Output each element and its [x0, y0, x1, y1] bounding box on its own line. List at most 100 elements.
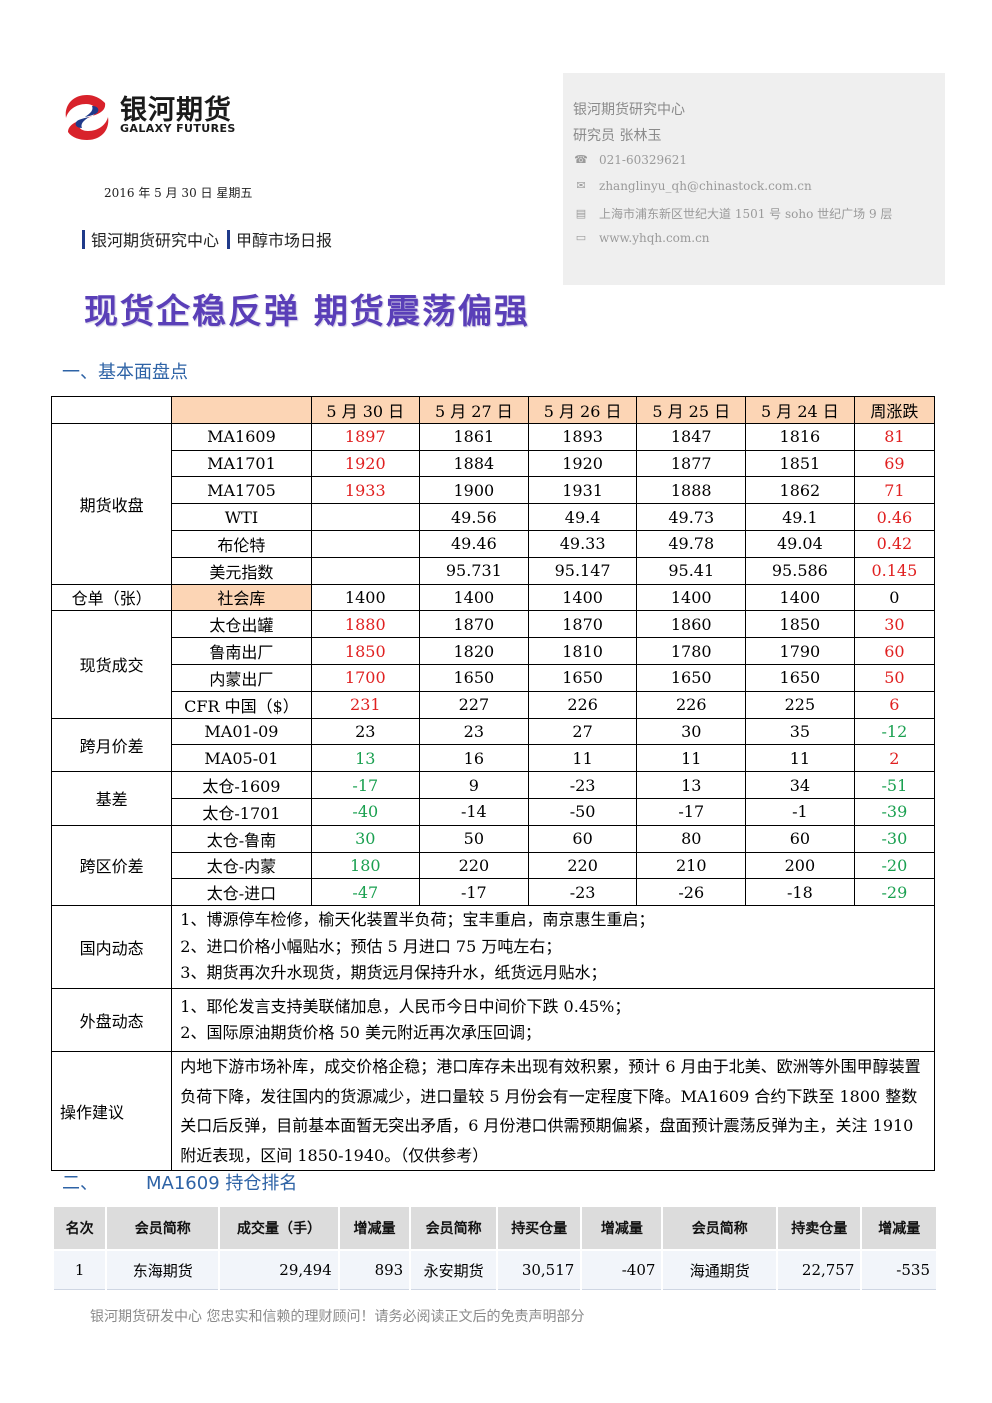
- value-cell: 226: [527, 690, 638, 719]
- weekly-change-cell: 0: [853, 583, 936, 612]
- column-header: 5 月 26 日: [527, 396, 638, 424]
- rank-cell: 永安期货: [410, 1249, 499, 1290]
- value-cell: 60: [745, 824, 855, 853]
- weekly-change-cell: -30: [853, 824, 936, 853]
- value-cell: 225: [745, 690, 855, 719]
- value-cell: 1820: [418, 637, 529, 665]
- value-cell: 180: [310, 851, 420, 880]
- weekly-change-cell: 50: [853, 663, 936, 692]
- weekly-change-cell: 2: [853, 744, 936, 773]
- logo-cn-text: 银河期货: [120, 95, 232, 126]
- column-header: 5 月 24 日: [745, 396, 855, 424]
- group-label: 跨月价差: [50, 717, 173, 773]
- contact-phone: 021-60329621: [599, 153, 688, 167]
- domestic-news-content: 1、博源停车检修，榆天化装置半负荷；宝丰重启，南京惠生重启；2、进口价格小幅贴水…: [171, 905, 935, 990]
- value-cell: -18: [745, 878, 855, 907]
- value-cell: 80: [636, 824, 746, 853]
- value-cell: 1862: [745, 476, 855, 505]
- rank-cell: 海通期货: [662, 1249, 779, 1290]
- weekly-change-cell: -51: [853, 771, 936, 799]
- weekly-change-cell: -12: [853, 717, 936, 746]
- contact-email-row: ✉ zhanglinyu_qh@chinastock.com.cn: [573, 179, 812, 193]
- value-cell: 27: [527, 717, 638, 746]
- weekly-change-cell: 69: [853, 449, 936, 478]
- value-cell: 1400: [310, 583, 420, 612]
- value-cell: -17: [418, 878, 529, 907]
- value-cell: 1884: [418, 449, 529, 478]
- rank-cell: -535: [861, 1249, 938, 1290]
- value-cell: 1877: [636, 449, 746, 478]
- galaxy-logo-icon: [65, 95, 109, 140]
- column-header: 5 月 25 日: [636, 396, 746, 424]
- value-cell: 49.78: [636, 529, 746, 558]
- contact-org: 银河期货研究中心: [573, 102, 685, 118]
- value-cell: 1870: [527, 610, 638, 639]
- dept-line: 银河期货研究中心 甲醇市场日报: [82, 227, 332, 251]
- accent-bar: [82, 229, 85, 249]
- rank-cell: 东海期货: [106, 1249, 221, 1290]
- row-name: 布伦特: [171, 529, 312, 558]
- trading-advice-label: 操作建议: [50, 1051, 173, 1172]
- value-cell: 11: [745, 744, 855, 773]
- value-cell: 1860: [636, 610, 746, 639]
- value-cell: 95.41: [636, 556, 746, 585]
- row-name: 太仓-1609: [171, 771, 312, 799]
- report-date: 2016 年 5 月 30 日 星期五: [104, 186, 253, 200]
- value-cell: 13: [636, 771, 746, 799]
- value-cell: 95.147: [527, 556, 638, 585]
- report-title: 现货企稳反弹 期货震荡偏强: [84, 292, 530, 332]
- foreign-news-content: 1、耶伦发言支持美联储加息，人民币今日中间价下跌 0.45%；2、国际原油期货价…: [171, 988, 935, 1053]
- value-cell: 1933: [310, 476, 420, 505]
- value-cell: 30: [310, 824, 420, 853]
- rank-column-header: 会员简称: [410, 1207, 499, 1250]
- row-name: 太仓出罐: [171, 610, 312, 639]
- value-cell: 1810: [527, 637, 638, 665]
- foreign-news-label: 外盘动态: [50, 988, 173, 1053]
- value-cell: 50: [418, 824, 529, 853]
- value-cell: 95.586: [745, 556, 855, 585]
- value-cell: 1400: [527, 583, 638, 612]
- rank-column-header: 持卖仓量: [777, 1207, 863, 1250]
- foreign-news-line: 2、国际原油期货价格 50 美元附近再次承压回调；: [180, 1023, 541, 1043]
- accent-bar: [227, 229, 231, 249]
- domestic-news-line: 3、期货再次升水现货，期货远月保持升水，纸货远月贴水；: [180, 963, 607, 983]
- value-cell: 227: [418, 690, 529, 719]
- weekly-change-cell: 0.145: [853, 556, 936, 585]
- value-cell: -50: [527, 797, 638, 826]
- value-cell: [310, 503, 420, 531]
- rank-column-header: 持买仓量: [497, 1207, 583, 1250]
- row-name: 太仓-进口: [171, 878, 312, 907]
- value-cell: -26: [636, 878, 746, 907]
- value-cell: 1650: [527, 663, 638, 692]
- domestic-news-label: 国内动态: [50, 905, 173, 990]
- contact-email[interactable]: zhanglinyu_qh@chinastock.com.cn: [599, 179, 812, 193]
- contact-web[interactable]: www.yhqh.com.cn: [599, 231, 710, 245]
- weekly-change-cell: 30: [853, 610, 936, 639]
- value-cell: -47: [310, 878, 420, 907]
- domestic-news-line: 2、进口价格小幅贴水；预估 5 月进口 75 万吨左右；: [180, 936, 562, 956]
- value-cell: 1400: [418, 583, 529, 612]
- logo-en-text: GALAXY FUTURES: [120, 122, 236, 135]
- rank-column-header: 成交量（手）: [219, 1207, 340, 1250]
- contact-box: 银河期货研究中心 研究员 张林玉 ☎ 021-60329621 ✉ zhangl…: [563, 73, 945, 285]
- value-cell: 1816: [745, 422, 855, 451]
- rank-header-row: 名次会员简称成交量（手）增减量会员简称持买仓量增减量会员简称持卖仓量增减量: [54, 1207, 938, 1250]
- weekly-change-cell: 81: [853, 422, 936, 451]
- value-cell: 1851: [745, 449, 855, 478]
- rank-cell: 29,494: [219, 1249, 340, 1290]
- section-2-number: 二、: [62, 1173, 98, 1194]
- row-name: 社会库: [171, 583, 312, 612]
- value-cell: 1650: [418, 663, 529, 692]
- corner-cell: [50, 396, 173, 424]
- contact-address: 上海市浦东新区世纪大道 1501 号 soho 世纪广场 9 层: [599, 207, 893, 221]
- rank-column-header: 名次: [54, 1207, 108, 1250]
- book-icon: ▤: [575, 206, 587, 220]
- value-cell: 226: [636, 690, 746, 719]
- value-cell: 13: [310, 744, 420, 773]
